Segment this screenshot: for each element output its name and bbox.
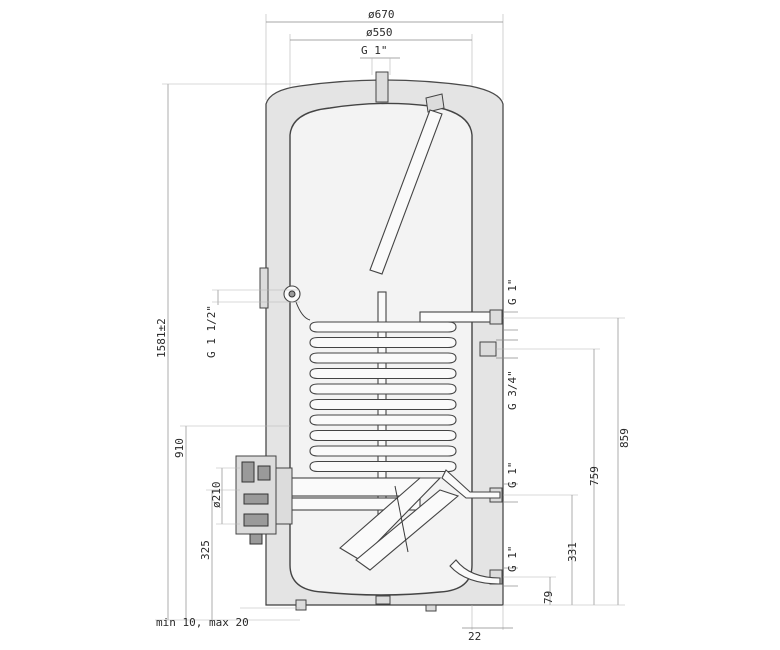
- dim-top-connection: G 1": [361, 44, 388, 57]
- right-dimensions: [462, 311, 625, 630]
- dim-859: 859: [618, 428, 631, 448]
- coil-turn: [309, 445, 457, 457]
- heat-exchanger-coil: [309, 321, 457, 473]
- dim-height: 1581±2: [155, 318, 168, 358]
- left-dimensions: [155, 83, 300, 621]
- dim-recirculation-port: G 3/4": [506, 370, 519, 410]
- coil-turn: [309, 367, 457, 380]
- coil-turn: [309, 429, 457, 442]
- dim-side-offset: 22: [468, 630, 481, 643]
- top-dimensions: [265, 14, 504, 110]
- electric-heater-element: [269, 477, 460, 571]
- coil-turn: [309, 383, 457, 395]
- sensor-tube: [369, 93, 445, 275]
- coil-turn: [309, 460, 457, 473]
- dim-759: 759: [588, 466, 601, 486]
- dim-331: 331: [566, 542, 579, 562]
- dim-feet: min 10, max 20: [156, 616, 249, 629]
- dim-flange-height: 325: [199, 540, 212, 560]
- dim-79: 79: [542, 591, 555, 604]
- heater-flange: [235, 455, 293, 545]
- coil-turn: [309, 321, 457, 333]
- coil-pipes: [419, 309, 503, 585]
- dim-cold-inlet-port: G 1": [506, 546, 519, 573]
- coil-turn: [309, 336, 457, 349]
- dim-right-top-port: G 1": [506, 279, 519, 306]
- dim-inner-diameter: ø550: [366, 26, 393, 39]
- tank-base: [266, 595, 503, 612]
- coil-turn: [309, 398, 457, 411]
- dim-anode-port: G 1 1/2": [205, 305, 218, 358]
- dim-coil-outlet-port: G 1": [506, 462, 519, 489]
- dim-heater-height: 910: [173, 438, 186, 458]
- top-connection-socket: [375, 71, 389, 103]
- coil-turn: [309, 414, 457, 426]
- coil-turn: [309, 352, 457, 364]
- dim-outer-diameter: ø670: [368, 8, 395, 21]
- dim-flange: ø210: [210, 482, 223, 509]
